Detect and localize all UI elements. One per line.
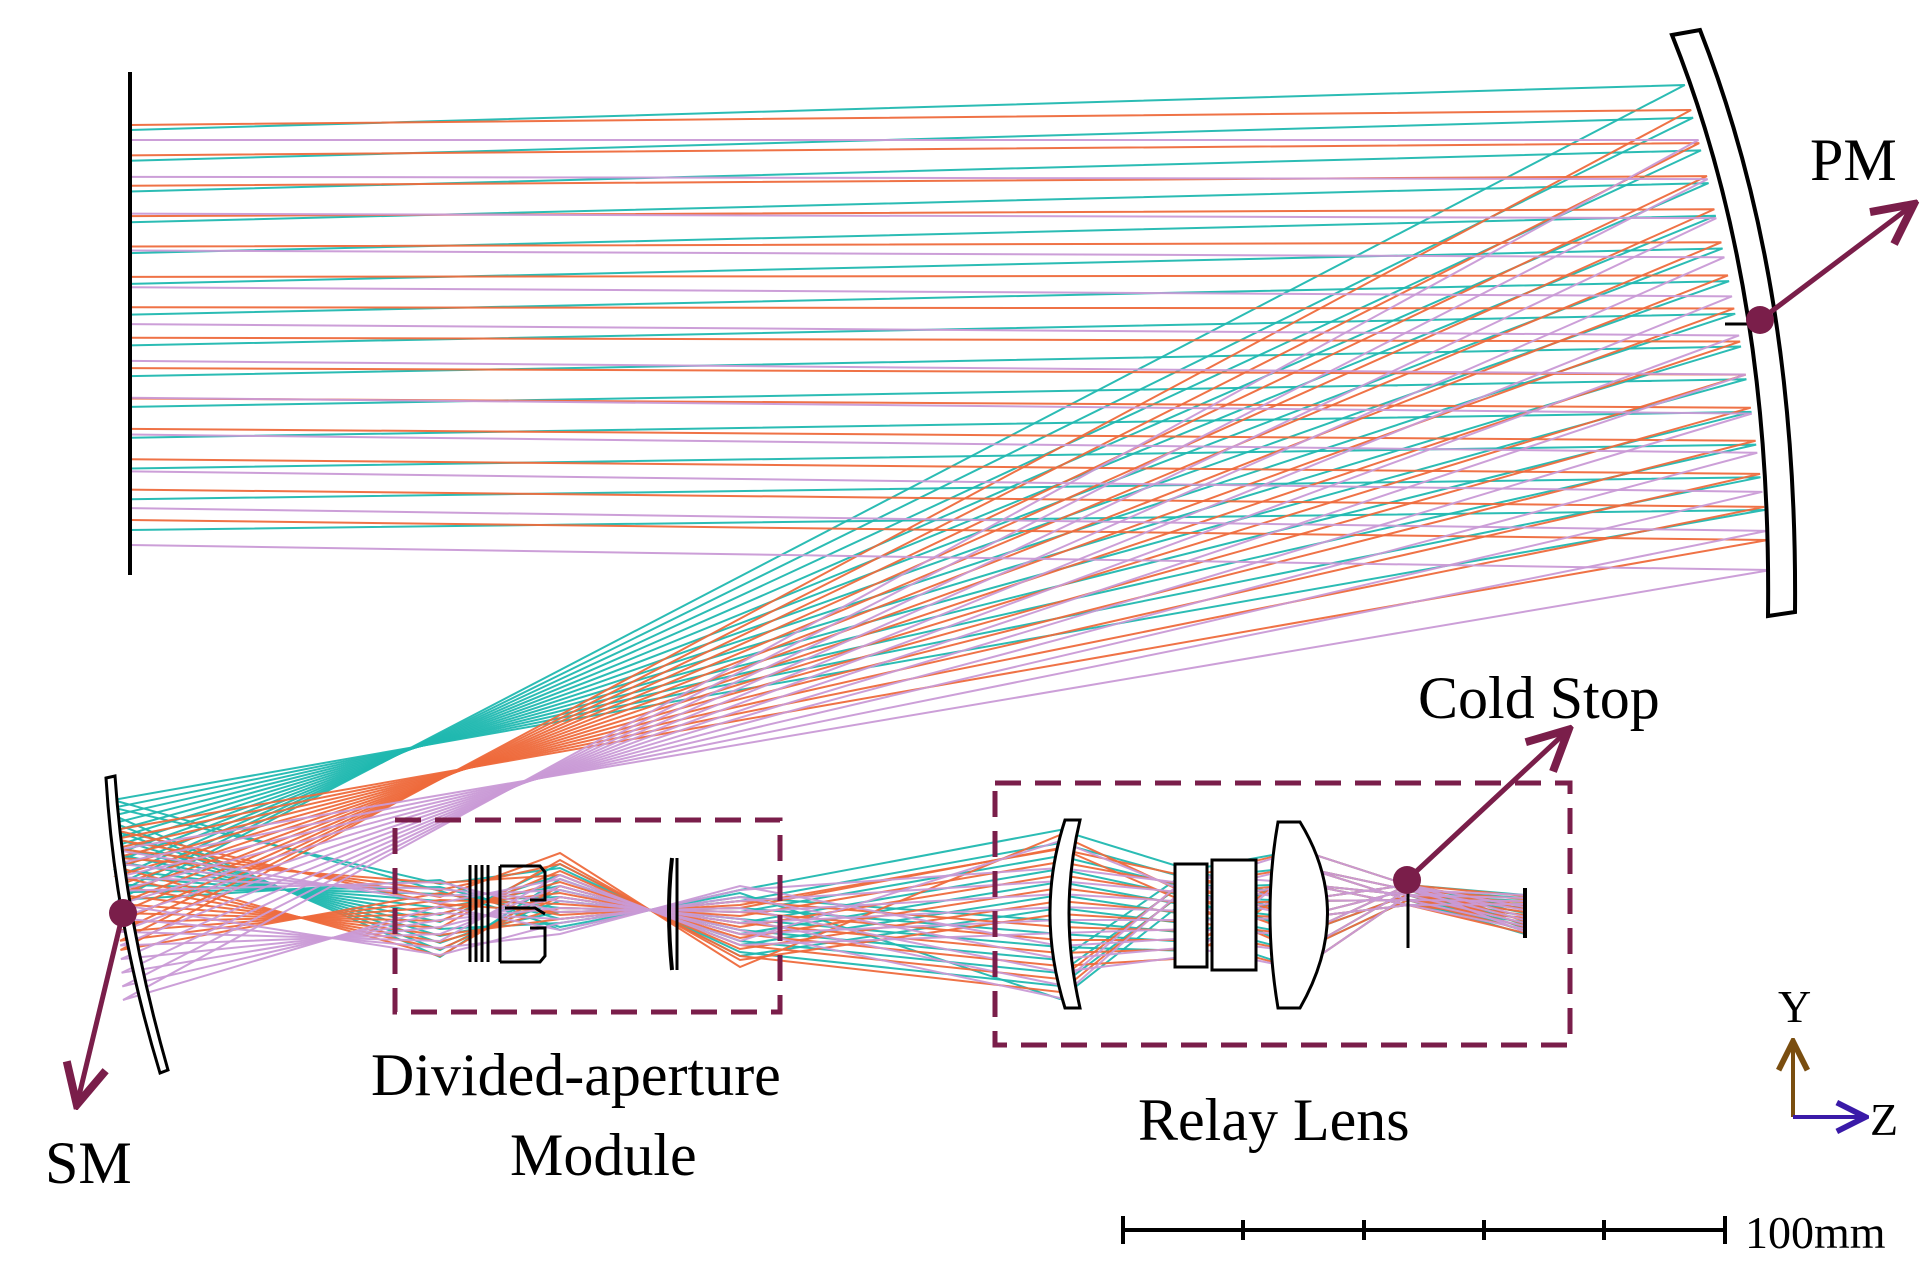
divided-aperture-box bbox=[392, 817, 783, 1015]
ray-path bbox=[115, 507, 1768, 1000]
ray-path bbox=[119, 286, 1733, 947]
relay-lens-label: Relay Lens bbox=[1138, 1087, 1410, 1153]
relay-lens-optics bbox=[1048, 818, 1527, 1010]
ray-path bbox=[118, 359, 1746, 954]
ray-path bbox=[115, 544, 1772, 943]
ray-path bbox=[116, 336, 1741, 971]
divided-aperture-optics bbox=[468, 857, 679, 971]
ray-path bbox=[112, 247, 1723, 947]
pm-label: PM bbox=[1810, 127, 1897, 193]
secondary-mirror bbox=[104, 774, 170, 1075]
cold-stop-callout bbox=[1393, 733, 1565, 894]
relay-lens-box bbox=[992, 780, 1573, 1048]
ray-path bbox=[117, 433, 1758, 974]
scale-label: 100mm bbox=[1745, 1207, 1886, 1258]
ray-path bbox=[116, 470, 1763, 987]
sm-callout bbox=[78, 899, 137, 1100]
pm-callout bbox=[1746, 207, 1910, 334]
coordinate-axes bbox=[1793, 1045, 1862, 1117]
ray-bundles bbox=[110, 84, 1772, 1001]
cold-stop-label: Cold Stop bbox=[1418, 665, 1660, 731]
ray-path bbox=[114, 488, 1765, 969]
axis-z-label: Z bbox=[1870, 1094, 1898, 1145]
scale-bar bbox=[1121, 1216, 1727, 1244]
divided-aperture-label-line2: Module bbox=[510, 1122, 697, 1188]
ray-path bbox=[122, 139, 1699, 1001]
ray-path bbox=[121, 175, 1709, 988]
divided-aperture-label: Divided-aperture bbox=[371, 1042, 781, 1108]
ray-path bbox=[117, 396, 1752, 971]
ray-path bbox=[121, 212, 1717, 974]
axis-y-label: Y bbox=[1778, 981, 1811, 1032]
sm-label: SM bbox=[45, 1130, 132, 1196]
ray-path bbox=[120, 249, 1725, 961]
ray-path bbox=[119, 323, 1740, 947]
